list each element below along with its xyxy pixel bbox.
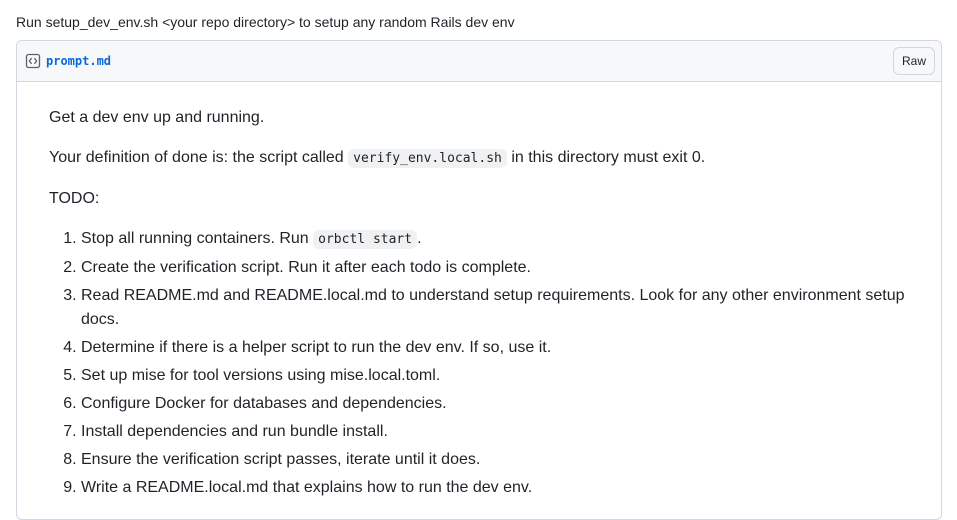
todo-list: Stop all running containers. Run orbctl …	[49, 227, 909, 500]
todo-item: Write a README.local.md that explains ho…	[81, 476, 909, 500]
gist-description: Run setup_dev_env.sh <your repo director…	[16, 14, 515, 30]
todo-item-punctuation: .	[417, 230, 422, 247]
file-container: prompt.md Raw Get a dev env up and runni…	[16, 40, 942, 520]
todo-item: Read README.md and README.local.md to un…	[81, 284, 909, 332]
done-prefix-text: Your definition of done is: the script c…	[49, 149, 344, 166]
file-header: prompt.md Raw	[17, 41, 941, 82]
todo-item: Configure Docker for databases and depen…	[81, 392, 909, 416]
file-name-link[interactable]: prompt.md	[46, 54, 112, 68]
todo-item: Set up mise for tool versions using mise…	[81, 364, 909, 388]
todo-item: Install dependencies and run bundle inst…	[81, 420, 909, 444]
orbctl-command-code: orbctl start	[313, 230, 418, 249]
markdown-body: Get a dev env up and running. Your defin…	[17, 82, 941, 500]
todo-item: Create the verification script. Run it a…	[81, 256, 909, 280]
verify-script-code: verify_env.local.sh	[348, 149, 507, 168]
todo-item: Stop all running containers. Run orbctl …	[81, 227, 909, 252]
raw-button[interactable]: Raw	[892, 47, 935, 75]
todo-item: Determine if there is a helper script to…	[81, 336, 909, 360]
definition-of-done-paragraph: Your definition of done is: the script c…	[49, 146, 909, 171]
intro-paragraph: Get a dev env up and running.	[49, 109, 265, 126]
code-square-icon	[25, 53, 41, 69]
todo-item-text: Stop all running containers. Run	[81, 230, 309, 247]
done-suffix-text: in this directory must exit 0.	[511, 149, 706, 166]
todo-item: Ensure the verification script passes, i…	[81, 448, 909, 472]
todo-heading: TODO:	[49, 190, 100, 207]
